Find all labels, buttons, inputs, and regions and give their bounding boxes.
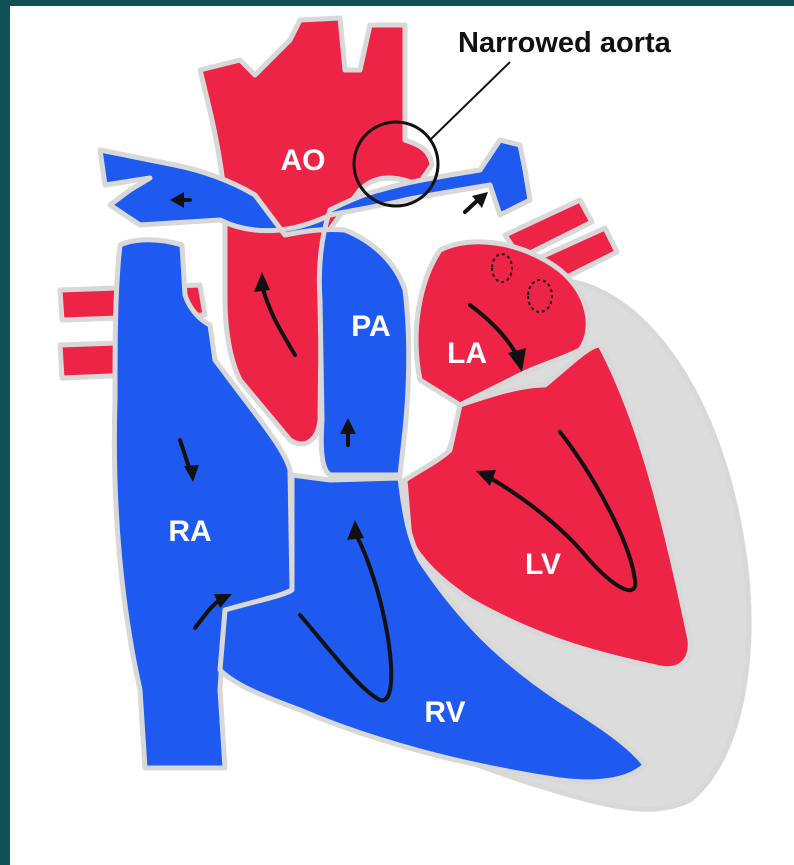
label-la: LA — [447, 337, 487, 370]
label-ra: RA — [168, 515, 211, 548]
callout-narrowed-aorta: Narrowed aorta — [458, 27, 672, 59]
callout-line — [430, 62, 510, 140]
arrow-pa-right — [465, 200, 478, 212]
label-lv: LV — [525, 548, 561, 581]
label-rv: RV — [424, 696, 465, 729]
label-pa: PA — [351, 310, 390, 343]
label-ao: AO — [281, 144, 326, 177]
